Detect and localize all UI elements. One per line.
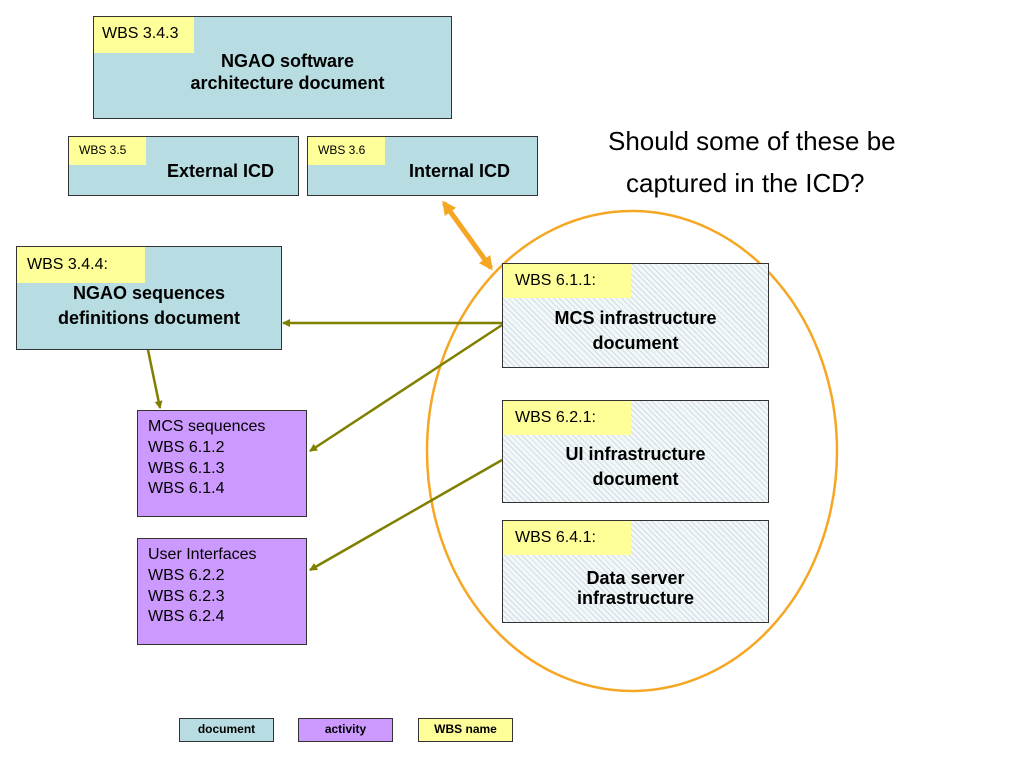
architecture-doc-tag: WBS 3.4.3: [94, 17, 194, 53]
icd-question-text: Should some of these be captured in the …: [608, 126, 896, 198]
legend-wbs-name: WBS name: [418, 718, 513, 742]
ui-infrastructure-title: UI infrastructure document: [565, 444, 706, 490]
user-interfaces-activity: User Interfaces WBS 6.2.2 WBS 6.2.3 WBS …: [137, 538, 307, 645]
internal-icd-title: Internal ICD: [408, 161, 510, 181]
architecture-doc-title: NGAO software architecture document: [190, 51, 385, 93]
arrow-mcs-to-mcs-sequences: [309, 323, 503, 453]
data-server-infrastructure-box: WBS 6.4.1: Data server infrastructure: [502, 520, 769, 623]
arrow-ui-to-user-interfaces: [309, 458, 503, 572]
architecture-doc-box: WBS 3.4.3 NGAO software architecture doc…: [93, 16, 452, 119]
external-icd-title: External ICD: [166, 161, 275, 181]
sequences-doc-tag: WBS 3.4.4:: [17, 247, 145, 283]
sequences-doc-box: WBS 3.4.4: NGAO sequences definitions do…: [16, 246, 282, 350]
mcs-infrastructure-title: MCS infrastructure document: [554, 308, 717, 354]
ui-infrastructure-tag: WBS 6.2.1:: [503, 401, 631, 435]
external-icd-box: WBS 3.5 External ICD: [68, 136, 299, 196]
data-server-infrastructure-tag: WBS 6.4.1:: [503, 521, 631, 555]
double-arrow-internal-icd: [441, 200, 494, 271]
mcs-infrastructure-tag: WBS 6.1.1:: [503, 264, 631, 298]
mcs-sequences-activity: MCS sequences WBS 6.1.2 WBS 6.1.3 WBS 6.…: [137, 410, 307, 517]
internal-icd-tag: WBS 3.6: [308, 137, 385, 165]
legend-activity: activity: [298, 718, 393, 742]
icd-highlight-ellipse: [425, 209, 839, 693]
sequences-doc-title: NGAO sequences definitions document: [58, 283, 240, 329]
ui-infrastructure-box: WBS 6.2.1: UI infrastructure document: [502, 400, 769, 503]
internal-icd-box: WBS 3.6 Internal ICD: [307, 136, 538, 196]
legend-document: document: [179, 718, 274, 742]
mcs-infrastructure-box: WBS 6.1.1: MCS infrastructure document: [502, 263, 769, 368]
data-server-infrastructure-title: Data server infrastructure: [576, 568, 695, 608]
arrow-seq-doc-to-mcs-sequences: [146, 349, 163, 409]
external-icd-tag: WBS 3.5: [69, 137, 146, 165]
